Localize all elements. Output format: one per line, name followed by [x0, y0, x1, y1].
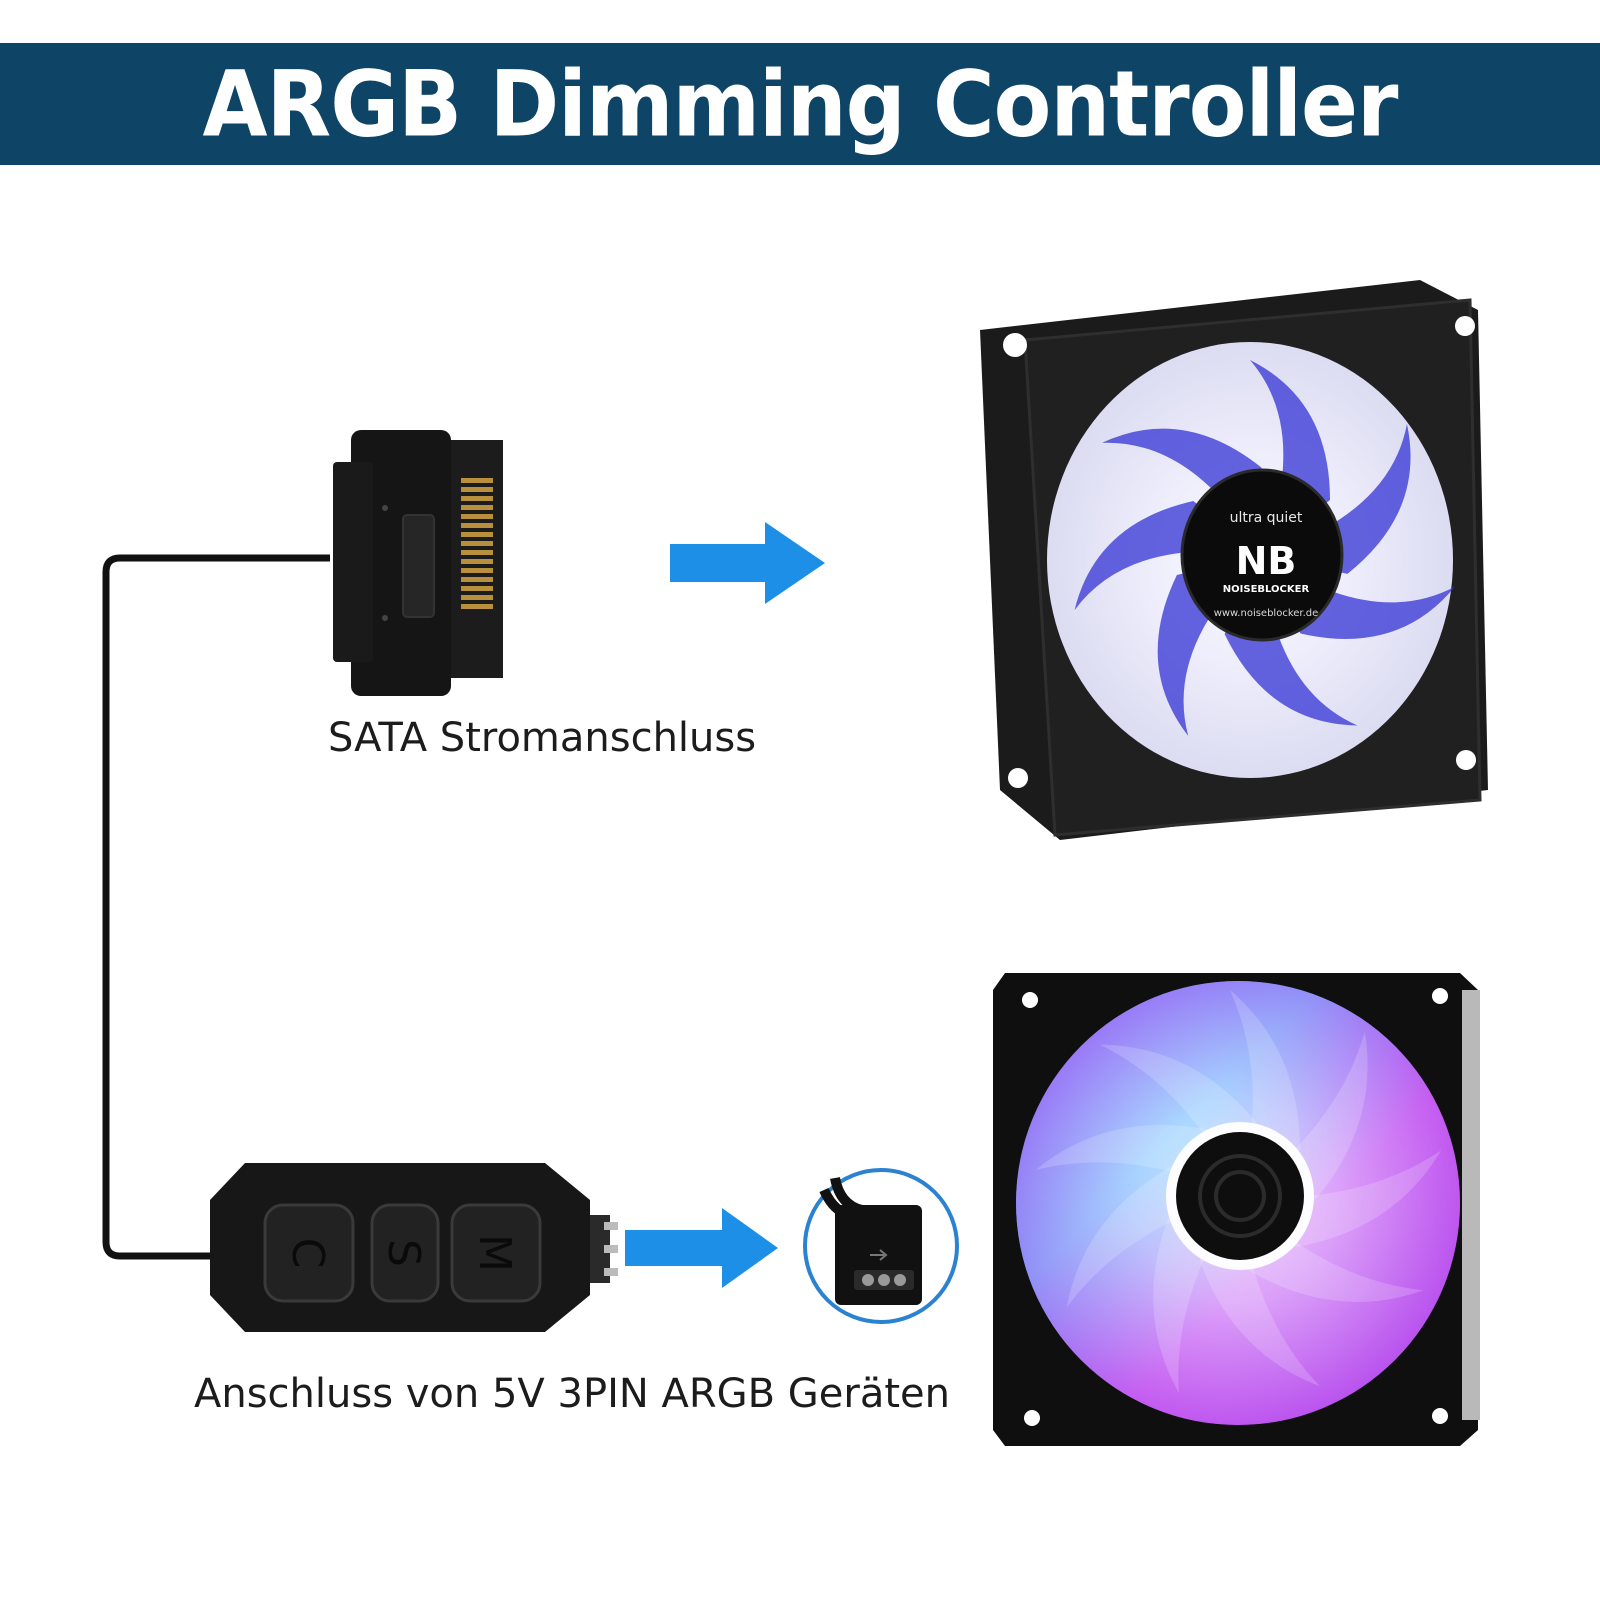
controller-button-s[interactable]: S — [370, 1203, 440, 1303]
argb-3pin-connector-icon — [803, 1168, 959, 1324]
controller-button-label: S — [378, 1239, 429, 1267]
fan-blade — [1153, 1196, 1240, 1393]
sata-pin — [461, 550, 493, 555]
hub-url: www.noiseblocker.de — [1214, 608, 1319, 619]
controller-button-label: C — [282, 1238, 333, 1269]
sata-connector-icon — [333, 430, 503, 696]
rgb-fan-icon — [993, 973, 1480, 1446]
sata-pin — [461, 523, 493, 528]
fan-blade — [1262, 424, 1411, 574]
sata-pin — [461, 514, 493, 519]
power-cable — [102, 554, 330, 1260]
sata-pin — [461, 532, 493, 537]
title-banner: ARGB Dimming Controller — [0, 43, 1600, 165]
controller-button-label: M — [469, 1234, 520, 1272]
fan-blade — [1240, 1196, 1424, 1302]
fan-blade — [1240, 1031, 1368, 1200]
sata-pin — [461, 595, 493, 600]
argb-devices-label: Anschluss von 5V 3PIN ARGB Geräten — [194, 1371, 951, 1417]
sata-pin — [461, 478, 493, 483]
hub-tagline: ultra quiet — [1230, 510, 1303, 526]
sata-pin — [461, 505, 493, 510]
page-title: ARGB Dimming Controller — [202, 51, 1399, 157]
sata-pin — [461, 496, 493, 501]
fan-blade — [1102, 428, 1262, 555]
blue-led-fan-icon: ultra quiet NB NOISEBLOCKER www.noiseblo… — [980, 280, 1488, 840]
sata-pin — [461, 577, 493, 582]
arrow-right-icon — [670, 522, 825, 604]
fan-blade — [1157, 555, 1263, 736]
sata-pin — [461, 541, 493, 546]
sata-pin — [461, 487, 493, 492]
hub-logo: NB — [1236, 539, 1297, 583]
sata-pin — [461, 604, 493, 609]
hub-brand: NOISEBLOCKER — [1223, 584, 1310, 595]
sata-pin — [461, 559, 493, 564]
sata-pin — [461, 568, 493, 573]
controller-button-m[interactable]: M — [450, 1203, 542, 1303]
sata-pin — [461, 586, 493, 591]
controller-button-c[interactable]: C — [263, 1203, 355, 1303]
sata-power-label: SATA Stromanschluss — [328, 715, 757, 761]
arrow-right-icon — [625, 1208, 778, 1288]
